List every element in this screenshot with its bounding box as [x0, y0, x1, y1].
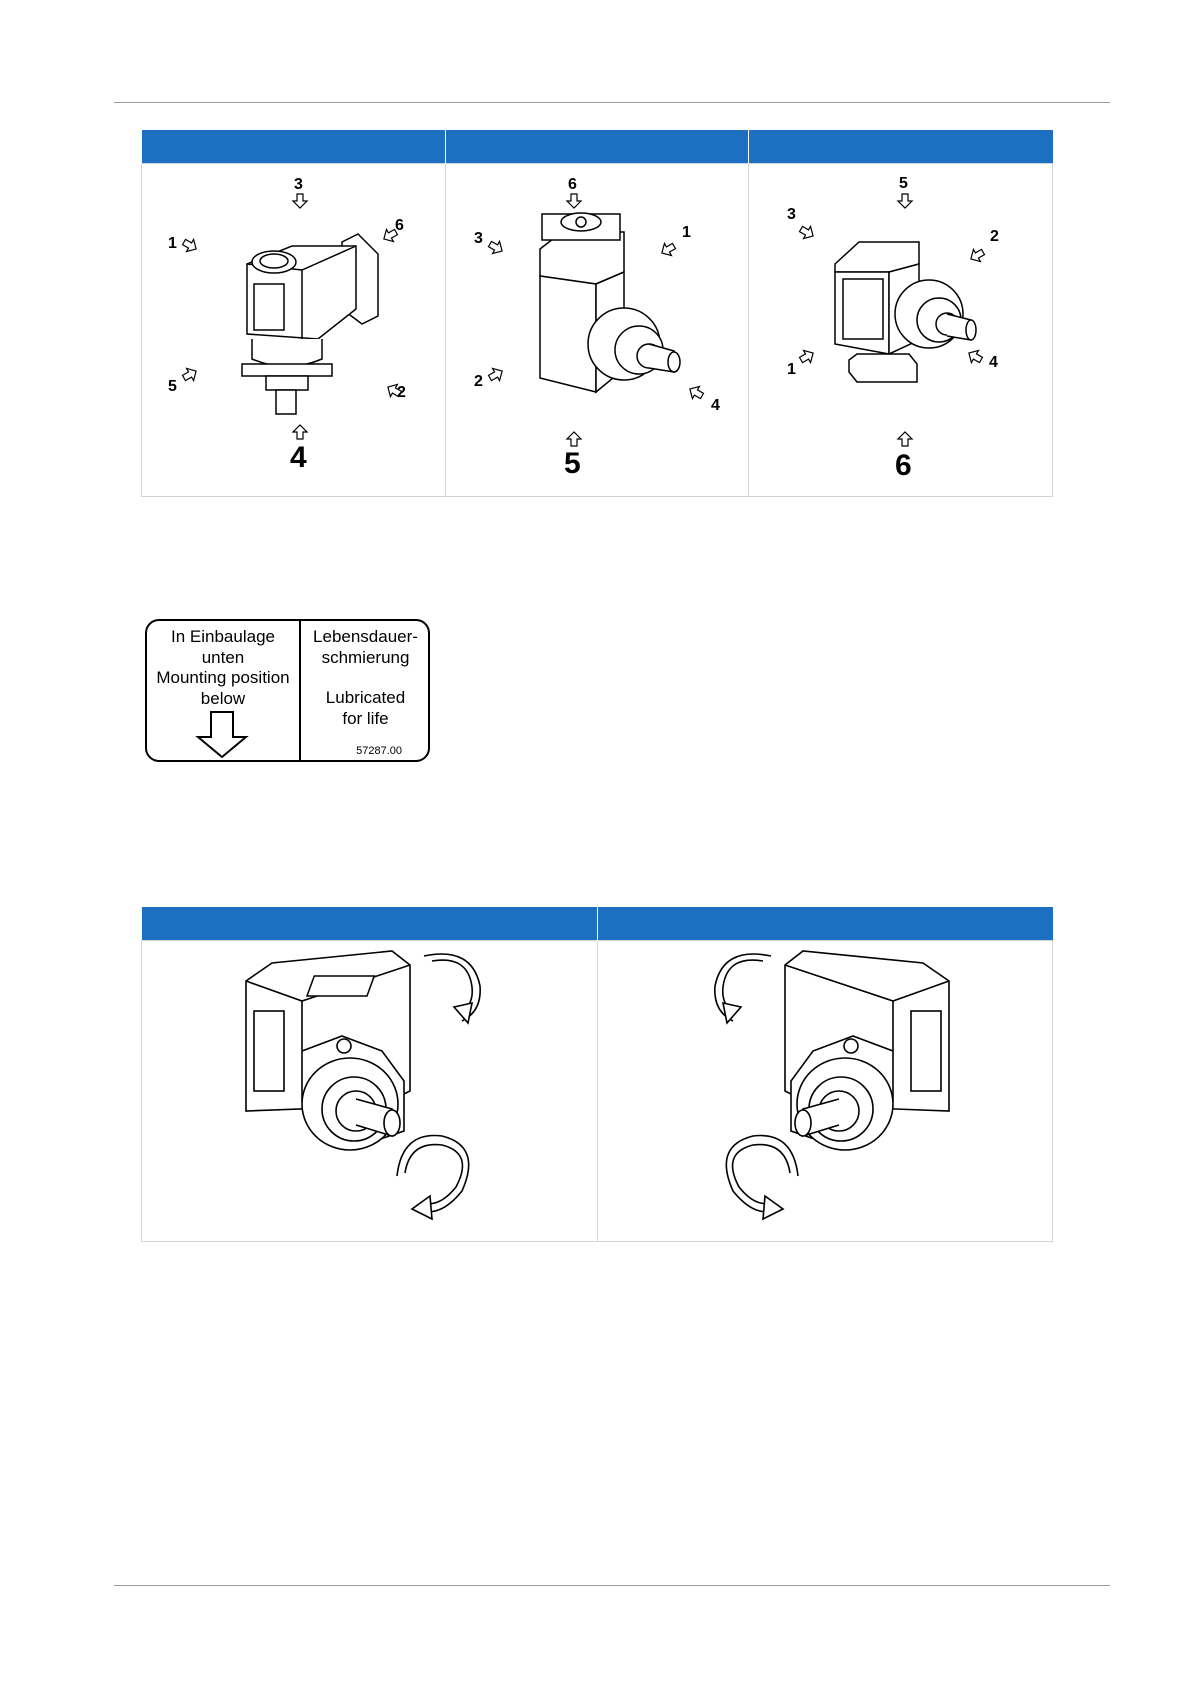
arrow-label: 6: [568, 176, 577, 193]
direction-arrow-6-icon: [567, 194, 581, 208]
gearbox-view-position-5: 6 3 1 2 4 5: [446, 164, 749, 496]
gearbox-rotation-view-right: [598, 941, 1053, 1241]
gearbox-illustration: [785, 951, 949, 1150]
direction-arrow-5-icon: [898, 194, 912, 208]
sticker-line: below: [149, 689, 297, 710]
direction-arrow-4-icon: [686, 383, 705, 402]
arrow-label: 5: [168, 378, 177, 395]
mounting-position-5-cell: 6 3 1 2 4 5: [445, 164, 749, 497]
table-header-cell: [445, 130, 749, 164]
arrow-label: 3: [294, 176, 303, 193]
sticker-divider: [299, 621, 301, 760]
gearbox-illustration: [540, 213, 680, 392]
arrow-label: 2: [990, 228, 999, 245]
sticker-line: schmierung: [303, 648, 428, 669]
gearbox-illustration: [242, 234, 378, 414]
mounting-position-4-cell: 3 1 6 5 2 4: [142, 164, 446, 497]
mounting-position-6-cell: 5 3 2 1 4 6: [749, 164, 1053, 497]
direction-arrow-3-icon: [486, 238, 505, 257]
rotation-same-direction-cell: [142, 941, 598, 1242]
mounting-position-number: 6: [895, 449, 912, 482]
direction-arrow-2-icon: [968, 246, 987, 265]
gearbox-illustration: [835, 242, 976, 382]
header-rule: [114, 102, 1110, 103]
sticker-lubrication-text: Lebensdauer- schmierung Lubricated for l…: [303, 627, 428, 729]
arrow-label: 5: [899, 175, 908, 192]
arrow-label: 1: [682, 224, 691, 241]
arrow-label: 4: [711, 397, 720, 414]
arrow-label: 2: [474, 373, 483, 390]
direction-arrow-6-icon: [898, 432, 912, 446]
gearbox-rotation-view-left: [142, 941, 597, 1241]
table-header-cell: [749, 130, 1053, 164]
direction-arrow-3-icon: [293, 194, 307, 208]
sticker-line: for life: [303, 709, 428, 730]
rotation-arrow-clockwise-icon: [424, 954, 480, 1023]
gearbox-view-position-4: 3 1 6 5 2 4: [142, 164, 445, 496]
sticker-line: Mounting position: [149, 668, 297, 689]
arrow-label: 2: [397, 384, 406, 401]
direction-arrow-4-icon: [293, 425, 307, 439]
arrow-label: 4: [989, 354, 998, 371]
direction-arrow-3-icon: [798, 223, 817, 242]
sticker-mounting-text: In Einbaulage unten Mounting position be…: [149, 627, 297, 709]
rotation-direction-table: [141, 907, 1053, 1242]
mounting-position-table: 3 1 6 5 2 4: [141, 130, 1053, 497]
sticker-line: Lubricated: [303, 688, 428, 709]
sticker-line: unten: [149, 648, 297, 669]
mounting-position-number: 4: [290, 441, 307, 474]
direction-arrow-2-icon: [486, 365, 505, 384]
gearbox-illustration: [246, 951, 410, 1150]
arrow-label: 6: [395, 217, 404, 234]
rotation-arrow-output-icon: [726, 1136, 798, 1220]
sticker-part-code: 57287.00: [356, 745, 402, 757]
arrow-label: 3: [787, 206, 796, 223]
sticker-line: Lebensdauer-: [303, 627, 428, 648]
direction-arrow-4-icon: [966, 347, 985, 366]
sticker-line: In Einbaulage: [149, 627, 297, 648]
table-header-cell: [142, 907, 598, 941]
rotation-opposite-direction-cell: [597, 941, 1053, 1242]
table-header-cell: [142, 130, 446, 164]
footer-rule: [114, 1585, 1110, 1586]
down-arrow-icon: [195, 711, 249, 759]
mounting-position-number: 5: [564, 447, 581, 480]
direction-arrow-1-icon: [658, 240, 677, 259]
arrow-label: 3: [474, 230, 483, 247]
arrow-label: 1: [168, 235, 177, 252]
direction-arrow-1-icon: [181, 236, 200, 255]
rotation-arrow-output-icon: [397, 1136, 469, 1220]
rotation-arrow-counterclockwise-icon: [714, 954, 770, 1023]
gearbox-view-position-6: 5 3 2 1 4 6: [749, 164, 1052, 496]
direction-arrow-5-icon: [567, 432, 581, 446]
direction-arrow-1-icon: [798, 347, 817, 366]
lubrication-label-sticker: In Einbaulage unten Mounting position be…: [145, 619, 430, 762]
arrow-label: 1: [787, 361, 796, 378]
direction-arrow-5-icon: [181, 365, 200, 384]
table-header-cell: [597, 907, 1053, 941]
